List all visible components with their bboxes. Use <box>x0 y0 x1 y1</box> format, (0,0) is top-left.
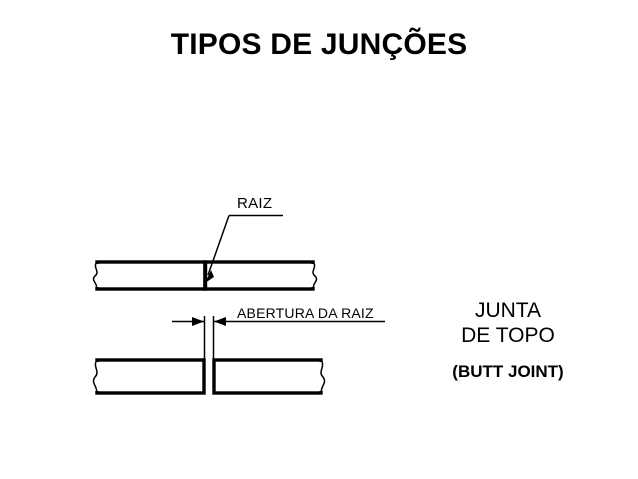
joint-name-english: (BUTT JOINT) <box>452 361 564 381</box>
page-title: TIPOS DE JUNÇÕES <box>170 28 468 61</box>
upper-right-break-line <box>311 260 318 291</box>
lower-right-break-line <box>319 358 326 395</box>
lower-left-break-line <box>92 358 99 395</box>
root-opening-label: ABERTURA DA RAIZ <box>237 305 374 321</box>
joint-name-line-1: JUNTA <box>474 299 542 322</box>
joint-name-block: JUNTA DE TOPO (BUTT JOINT) <box>398 299 618 382</box>
root-leader-line <box>205 214 283 283</box>
root-leader-arrowhead <box>205 270 214 283</box>
dimension-arrow-right <box>214 317 226 326</box>
lower-left-plate <box>95 358 206 395</box>
root-leader-stem <box>207 215 230 276</box>
upper-joint-assembly <box>90 260 321 291</box>
upper-left-plate <box>95 260 207 291</box>
root-opening-dimension <box>172 316 385 362</box>
upper-left-break-line <box>92 260 99 291</box>
root-label: RAIZ <box>237 195 273 212</box>
joint-name-line-2: DE TOPO <box>461 323 555 347</box>
dimension-arrow-left <box>192 317 204 326</box>
lower-right-plate <box>212 358 323 395</box>
upper-right-plate <box>203 260 315 291</box>
lower-joint-assembly <box>90 358 329 395</box>
